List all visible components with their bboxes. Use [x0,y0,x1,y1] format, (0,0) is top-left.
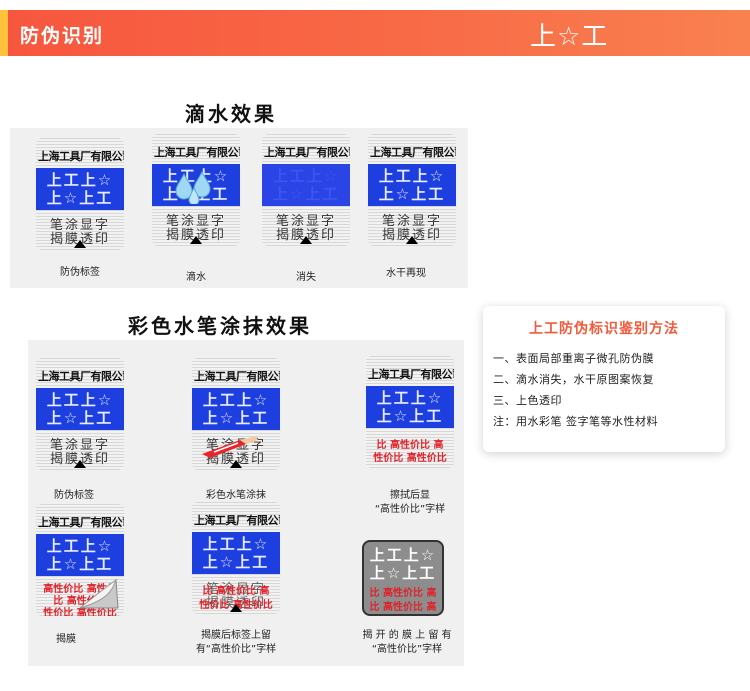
label-red-text-1: 比 高性价比 高 [376,440,444,451]
label-pattern: 上工上☆ 上☆上工 [272,167,340,203]
drip-label-2: 上海工具厂有限公司 上工上☆ 上☆上工 笔涂显字 揭膜透印 [152,134,240,246]
info-line-4: 注：用水彩笔 签字笔等水性材料 [493,415,658,428]
label-company: 上海工具厂有限公司 [264,146,350,159]
label-text-1: 笔涂显字 [205,582,266,597]
drip-label-3: 上海工具厂有限公司 上工上☆ 上☆上工 笔涂显字 揭膜透印 [262,134,350,246]
marker-caption-5a: 揭膜后标签上留 [201,630,271,641]
arrow-up-icon [74,460,86,468]
marker-caption-2: 彩色水笔涂抹 [206,490,266,501]
label-text-1: 笔涂显字 [49,438,110,453]
brand-logo: 上☆工 [530,22,609,52]
label-pattern: 上工上☆ 上☆上工 [46,171,114,207]
page-title: 防伪识别 [20,25,105,47]
peel-corner-icon [78,578,119,609]
label-text-2: 揭膜透印 [205,596,266,611]
header-bar: 防伪识别 上☆工 [0,10,750,56]
drip-caption-3: 消失 [296,272,316,283]
marker-caption-6b: “高性价比”字样 [371,644,443,655]
label-text-2: 揭膜透印 [275,228,336,243]
marker-brush-icon [202,436,258,458]
marker-caption-1: 防伪标签 [54,490,94,501]
peeled-film-card: 上工上☆ 上☆上工 比 高性价比 高 比 高性价比 高 [362,540,444,616]
label-text-2: 揭膜透印 [49,452,110,467]
marker-caption-3b: “高性价比”字样 [374,504,446,515]
arrow-up-icon [190,236,202,244]
arrow-up-icon [230,460,242,468]
label-text-1: 笔涂显字 [165,214,226,229]
marker-label-5: 上海工具厂有限公司 上工上☆ 上☆上工 笔涂显字 揭膜透印 比 高性价比 高 性… [192,502,280,614]
drip-caption-2: 滴水 [186,272,206,283]
label-company: 上海工具厂有限公司 [370,146,456,159]
drip-label-1: 上海工具厂有限公司 上工上☆ 上☆上工 笔涂显字 揭膜透印 [36,138,124,250]
drip-label-4: 上海工具厂有限公司 上工上☆ 上☆上工 笔涂显字 揭膜透印 [368,134,456,246]
label-text-1: 笔涂显字 [49,218,110,233]
arrow-up-icon [74,240,86,248]
drip-section-title: 滴水效果 [185,102,277,126]
label-pattern: 上工上☆ 上☆上工 [376,389,444,425]
label-pattern: 上工上☆ 上☆上工 [378,167,446,203]
info-line-1: 一、表面局部重离子微孔防伪膜 [493,352,654,365]
label-text-2: 揭膜透印 [205,452,266,467]
label-text-2: 揭膜透印 [165,228,226,243]
marker-section-title: 彩色水笔涂抹效果 [128,314,312,338]
arrow-up-icon [406,236,418,244]
label-company: 上海工具厂有限公司 [38,370,124,383]
label-red-text-1: 比 高性价比 高 [202,586,270,597]
label-company: 上海工具厂有限公司 [194,370,280,383]
marker-caption-4: 揭膜 [56,634,76,645]
label-company: 上海工具厂有限公司 [368,368,454,381]
label-text-2: 揭膜透印 [381,228,442,243]
label-pattern: 上工上☆ 上☆上工 [202,535,270,571]
marker-caption-5b: 有“高性价比”字样 [195,644,277,655]
label-company: 上海工具厂有限公司 [38,516,124,529]
label-pattern: 上工上☆ 上☆上工 [202,391,270,427]
marker-caption-6a: 揭 开 的 膜 上 留 有 [362,630,452,641]
label-red-text-2: 比 高性价比 [53,596,107,607]
info-box-title: 上工防伪标识鉴别方法 [529,321,679,337]
marker-label-2: 上海工具厂有限公司 上工上☆ 上☆上工 笔涂显字 揭膜透印 [192,358,280,470]
label-red-text-3: 性价比 高性价比 [43,608,117,616]
label-company: 上海工具厂有限公司 [194,514,280,527]
label-text-1: 笔涂显字 [275,214,336,229]
marker-caption-3a: 擦拭后显 [390,490,430,501]
info-line-2: 二、滴水消失，水干原图案恢复 [493,373,654,386]
label-red-text-2: 比 高性价比 高 [369,602,437,613]
label-red-text-1: 比 高性价比 高 [369,588,437,599]
info-line-3: 三、上色透印 [493,394,562,407]
marker-label-3: 上海工具厂有限公司 上工上☆ 上☆上工 比 高性价比 高 性价比 高性价比 [366,356,454,468]
header-accent [0,10,8,56]
label-red-text-2: 性价比 高性价比 [373,453,447,464]
label-text-2: 揭膜透印 [49,232,110,247]
identification-method-box: 上工防伪标识鉴别方法 一、表面局部重离子微孔防伪膜 二、滴水消失，水干原图案恢复… [483,306,725,452]
drip-caption-1: 防伪标签 [60,267,100,278]
label-text-1: 笔涂显字 [381,214,442,229]
label-pattern: 上工上☆ 上☆上工 [46,537,114,573]
drip-caption-4: 水干再现 [386,268,426,279]
label-company: 上海工具厂有限公司 [154,146,240,159]
water-drops-icon [175,170,211,204]
marker-label-4: 上海工具厂有限公司 上工上☆ 上☆上工 高性价比 高性价 比 高性价比 性价比 … [36,504,124,616]
arrow-up-icon [230,604,242,612]
label-pattern: 上工上☆ 上☆上工 [46,391,114,427]
marker-label-1: 上海工具厂有限公司 上工上☆ 上☆上工 笔涂显字 揭膜透印 [36,358,124,470]
arrow-up-icon [300,236,312,244]
label-red-text-1: 高性价比 高性价 [43,584,117,595]
label-company: 上海工具厂有限公司 [38,150,124,163]
label-pattern: 上工上☆ 上☆上工 [369,546,437,582]
